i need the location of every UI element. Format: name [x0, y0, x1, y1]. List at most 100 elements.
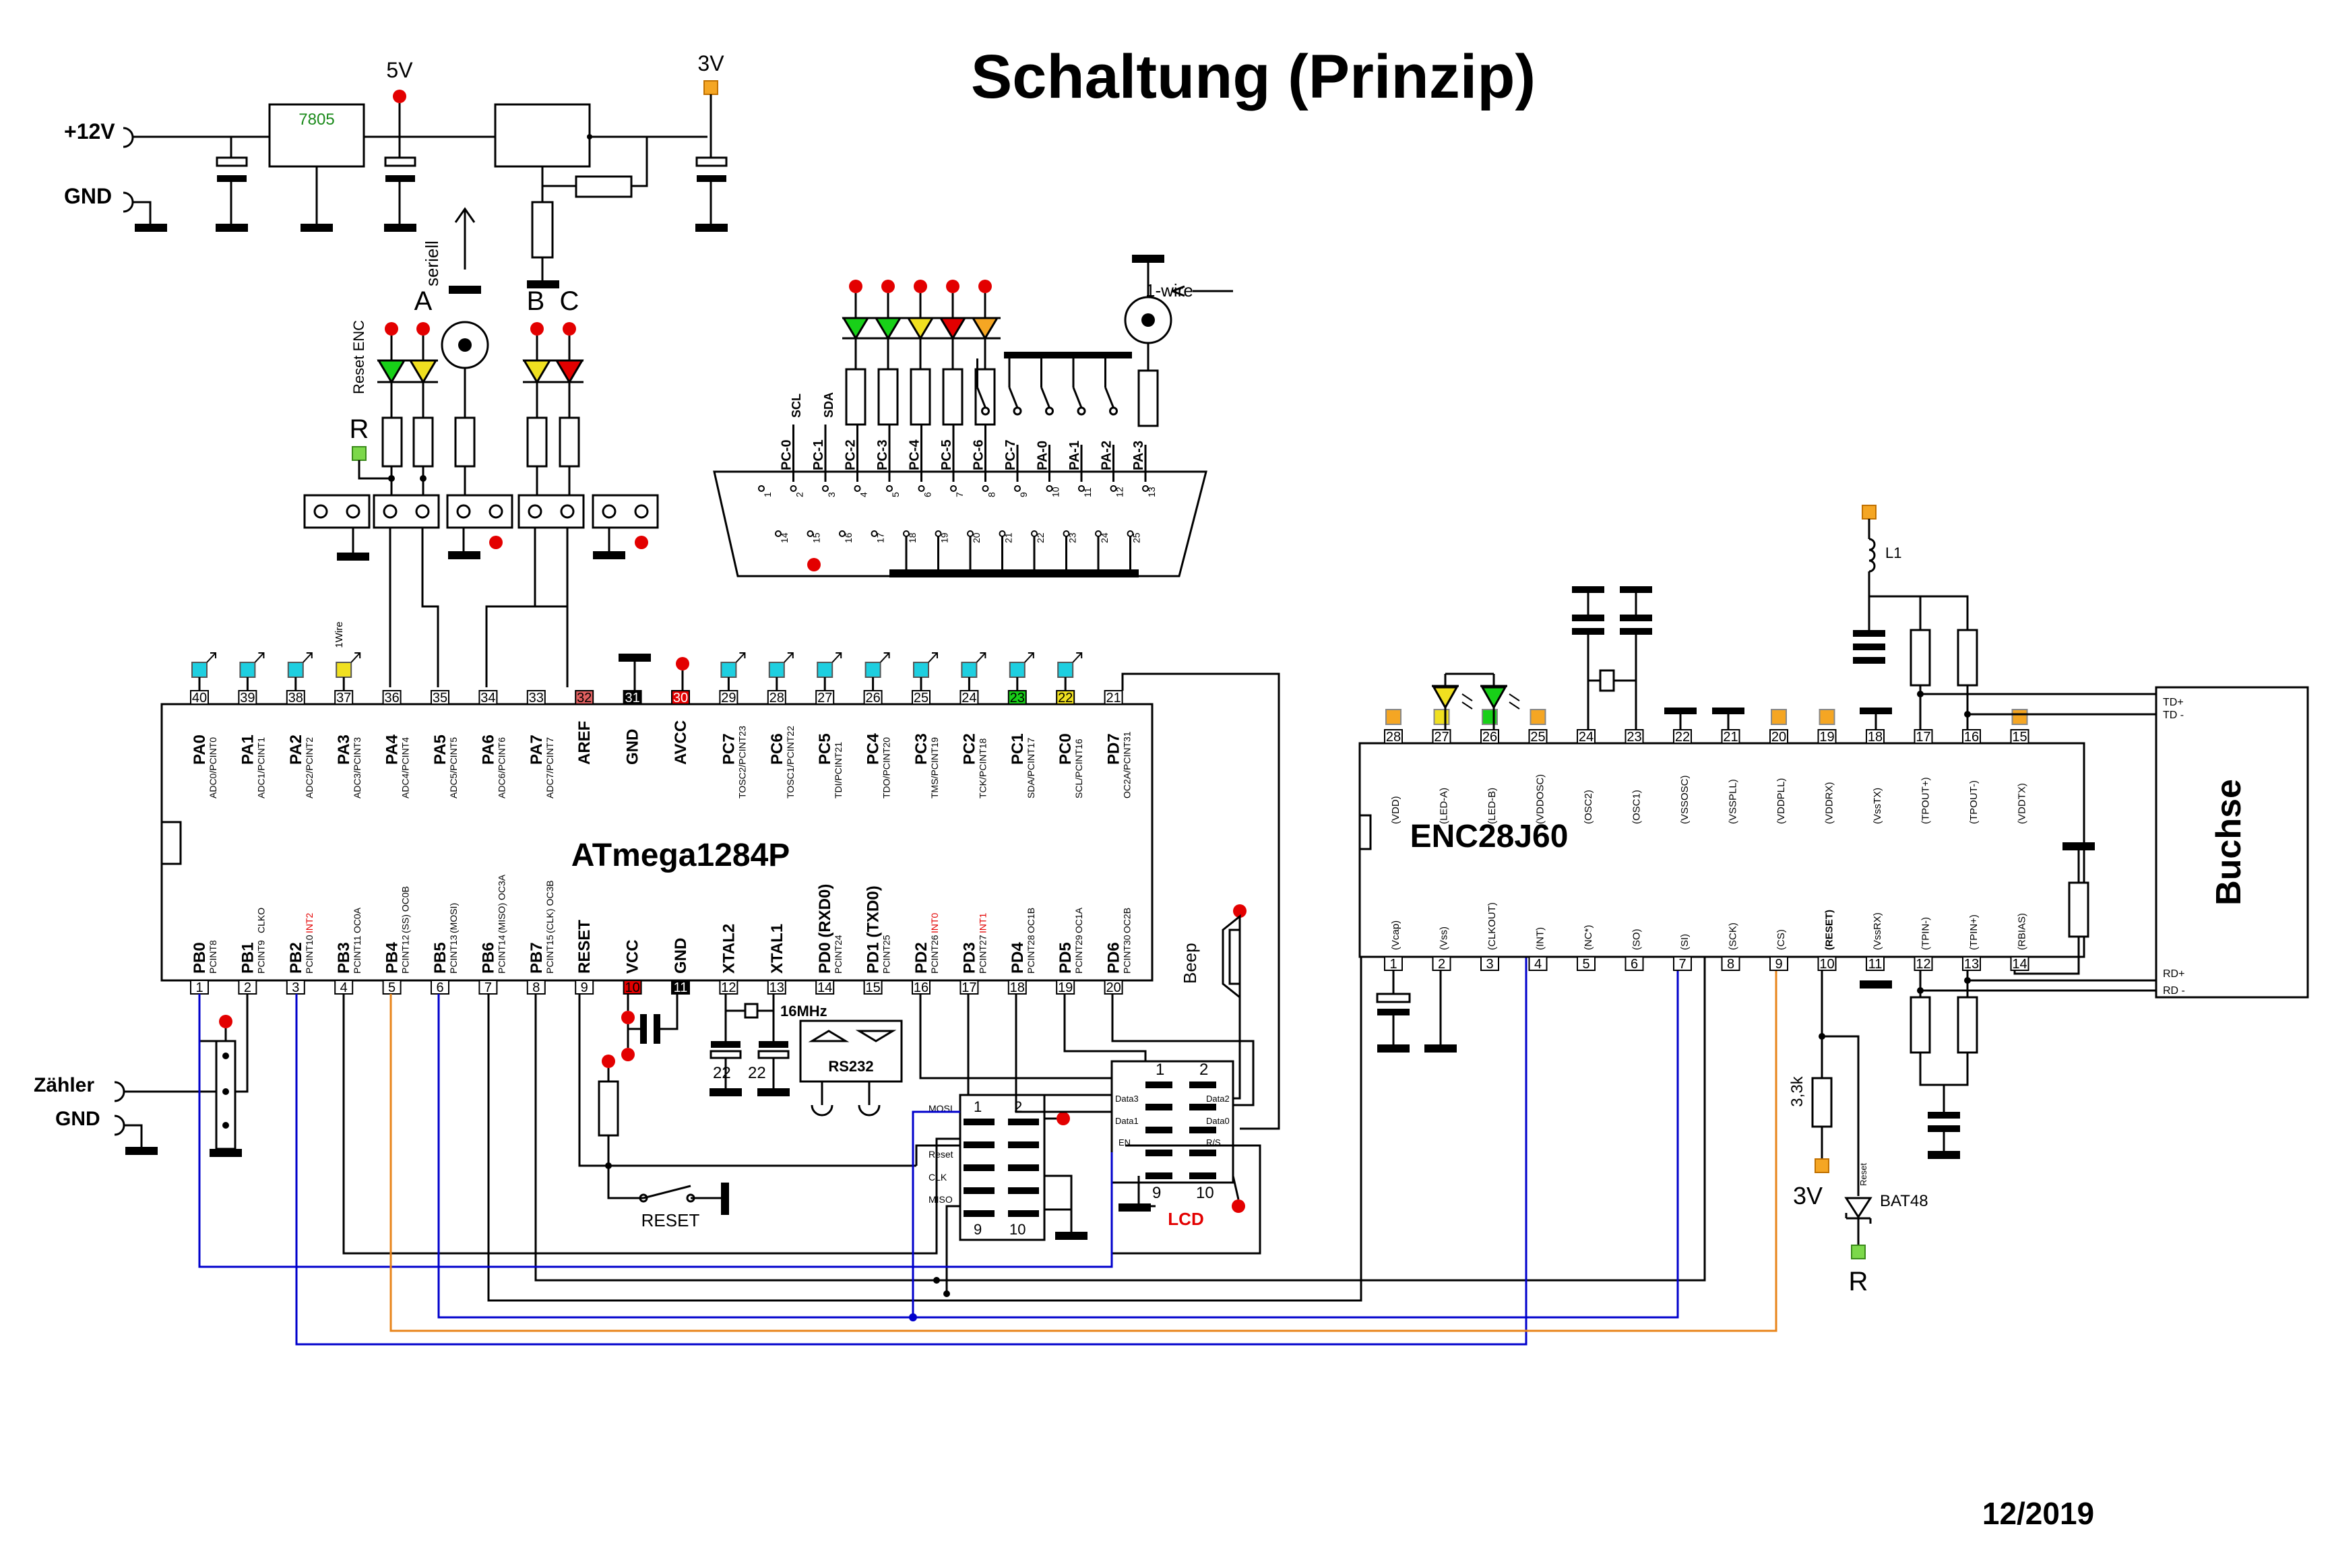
- pin-arrow: [928, 652, 938, 663]
- atmega-pin-name: PB4: [383, 942, 402, 974]
- enc-pin-box: [1721, 956, 1740, 971]
- atmega-pin-number: 18: [1010, 980, 1025, 995]
- gnd-label: GND: [64, 184, 112, 208]
- atmega-chip: ATmega1284P 40PA0ADC0/PCINT039PA1ADC1/PC…: [160, 621, 1280, 1130]
- atmega-pin-name: XTAL2: [720, 924, 738, 974]
- atmega-pin-function: TOSC1/PCINT22: [785, 726, 796, 798]
- pin-arrow: [350, 652, 361, 663]
- enc-pin-box: [1673, 729, 1692, 744]
- atmega-pin-number: 9: [581, 980, 588, 995]
- atmega-pin-box: [719, 980, 738, 995]
- enc-pin-box: [1721, 729, 1740, 744]
- atmega-pin-function: PCINT10: [304, 935, 315, 974]
- atmega-pin-name: AVCC: [672, 720, 690, 765]
- atmega-pin-function: ADC0/PCINT0: [208, 737, 218, 798]
- enc-pin-name: (TPOUT-): [1968, 780, 1980, 824]
- enc-pin-box: [1866, 956, 1885, 971]
- dsub-pin-label: PC-2: [844, 439, 858, 470]
- enc-pin-name: (OSC2): [1583, 790, 1594, 824]
- enc-pin-box: [1914, 729, 1933, 744]
- atmega-pin-name: PB6: [479, 942, 497, 974]
- atmega-pin-function: ADC3/PCINT3: [352, 737, 363, 798]
- atmega-pin-number: 8: [532, 980, 540, 995]
- rs232-label: RS232: [828, 1058, 873, 1075]
- atmega-pin-box: [575, 690, 594, 705]
- enc-pin-name: (NC*): [1583, 925, 1594, 951]
- enc-pin-number: 10: [1819, 957, 1834, 972]
- enc-pin-number: 17: [1916, 730, 1930, 745]
- dsub-pin-number: 14: [779, 532, 790, 543]
- enc-pin-box: [1384, 729, 1403, 744]
- atmega-pin-number: 6: [436, 980, 443, 995]
- 3v-bottom-label: 3V: [1793, 1182, 1823, 1210]
- atmega-pin-name: PD6: [1105, 942, 1123, 974]
- dsub-pin-number: 4: [858, 492, 869, 497]
- atmega-pin-alt: CLKO: [255, 908, 266, 933]
- atmega-pin-function: ADC4/PCINT4: [400, 737, 411, 798]
- pin-marker: [768, 662, 785, 678]
- b-label: B: [527, 286, 545, 316]
- bat48-label: BAT48: [1880, 1192, 1928, 1210]
- dsub-pin-number: 24: [1099, 532, 1110, 543]
- enc-pin-box: [1962, 729, 1981, 744]
- enc-pin-box: [1817, 729, 1837, 744]
- pin-marker: [1009, 662, 1026, 678]
- enc-pin-box: [2010, 729, 2029, 744]
- enc-pin-number: 22: [1675, 730, 1690, 745]
- enc-pin-number: 24: [1579, 730, 1594, 745]
- lcd-pin2: 2: [1199, 1061, 1208, 1079]
- dsub-pin: [950, 485, 957, 492]
- atmega-pin-function: OC2A/PCINT31: [1122, 731, 1133, 798]
- atmega-pin-name: PB1: [239, 942, 257, 974]
- enc-pin-box: [1962, 956, 1981, 971]
- enc-pin-name: (VDDPLL): [1775, 778, 1787, 824]
- enc-pin-box: [1480, 729, 1499, 744]
- pin-marker: [1433, 709, 1450, 725]
- atmega-pin-number: 5: [388, 980, 396, 995]
- atmega-pin-box: [382, 690, 402, 705]
- atmega-pin-number: 31: [625, 691, 639, 705]
- atmega-pin-name: PA7: [528, 734, 546, 765]
- atmega-pin-number: 2: [244, 980, 251, 995]
- dsub-pin-label: PA-0: [1036, 441, 1050, 470]
- regulator-3v: [494, 103, 591, 168]
- atmega-pin-alt: OC1A: [1073, 907, 1084, 933]
- lcd-data0: Data0: [1206, 1116, 1230, 1126]
- atmega-pin-alt: INT0: [929, 912, 940, 933]
- pin-arrow: [303, 652, 313, 663]
- dsub-pin-label: PC-4: [908, 439, 922, 470]
- atmega-pin-number: 23: [1010, 691, 1025, 705]
- enc-pin-name: (RESET): [1824, 910, 1835, 950]
- rd-plus-label: RD+: [2163, 968, 2184, 980]
- atmega-pin-number: 7: [484, 980, 492, 995]
- l1-label: L1: [1885, 544, 1901, 561]
- dsub-pin-number: 17: [875, 532, 886, 543]
- atmega-pin-number: 17: [962, 980, 976, 995]
- enc-pin-name: (VDDOSC): [1535, 774, 1546, 824]
- dsub-pin-number: 25: [1131, 532, 1142, 543]
- atmega-pin-name: PB2: [287, 942, 305, 974]
- isp-pin9: 9: [974, 1221, 982, 1238]
- atmega-pin-name: PB3: [335, 942, 353, 974]
- enc-pin-number: 23: [1627, 730, 1641, 745]
- atmega-pin-name: PA5: [431, 734, 449, 765]
- isp-pin1: 1: [974, 1098, 982, 1115]
- atmega-pin-function: PCINT8: [208, 940, 218, 974]
- atmega-pin-name: PC2: [960, 733, 978, 765]
- atmega-pin-name: PA0: [191, 734, 209, 765]
- atmega-pin-box: [767, 980, 786, 995]
- enc-pin-box: [1528, 956, 1548, 971]
- beep-label: Beep: [1180, 943, 1200, 984]
- atmega-pin-function: ADC6/PCINT6: [496, 737, 507, 798]
- enc-pin-name: (CLKOUT): [1486, 902, 1498, 950]
- atmega-pin-box: [382, 980, 402, 995]
- atmega-pin-box: [1104, 690, 1123, 705]
- r33k-label: 3,3k: [1788, 1075, 1806, 1106]
- atmega-pin-number: 38: [288, 691, 303, 705]
- enc-pin-number: 15: [2012, 730, 2027, 745]
- atmega-bottom-wiring: Zähler GND RESET 1: [34, 904, 1777, 1346]
- atmega-pin-function: PCINT25: [881, 935, 892, 974]
- atmega-pin-number: 33: [529, 691, 544, 705]
- atmega-pin-number: 26: [865, 691, 880, 705]
- atmega-pin-name: PC0: [1057, 733, 1075, 765]
